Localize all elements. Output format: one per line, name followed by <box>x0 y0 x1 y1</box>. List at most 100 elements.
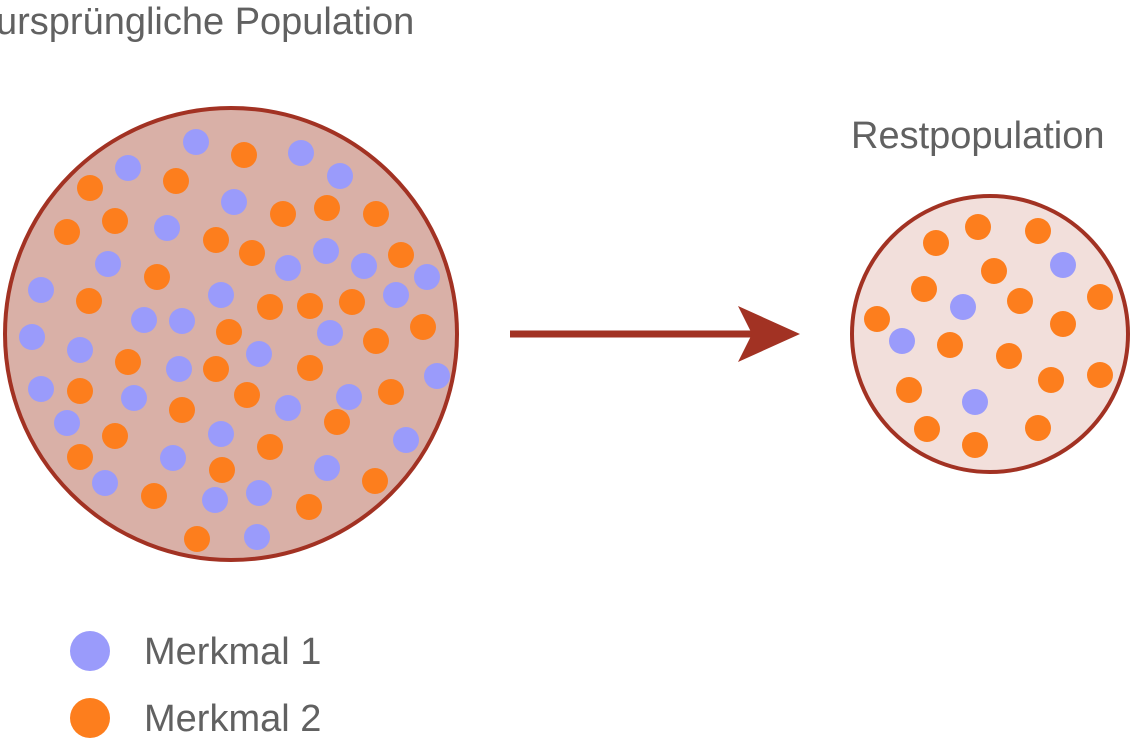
merkmal-1-dot <box>208 282 234 308</box>
merkmal-2-dot <box>102 208 128 234</box>
merkmal-1-dot <box>244 524 270 550</box>
merkmal-1-dot <box>67 337 93 363</box>
merkmal-1-dot <box>275 255 301 281</box>
merkmal-2-dot <box>54 219 80 245</box>
merkmal-2-dot <box>410 314 436 340</box>
rest-population-dots <box>864 214 1113 458</box>
merkmal-1-dot <box>19 324 45 350</box>
merkmal-2-dot <box>937 332 963 358</box>
merkmal-2-dot <box>1025 218 1051 244</box>
merkmal-1-dot <box>92 470 118 496</box>
merkmal-2-dot <box>239 240 265 266</box>
merkmal-2-dot <box>209 457 235 483</box>
merkmal-2-dot <box>914 416 940 442</box>
rest-population-title: Restpopulation <box>851 115 1105 157</box>
merkmal-2-dot <box>388 242 414 268</box>
merkmal-1-dot <box>169 308 195 334</box>
merkmal-1-dot <box>202 487 228 513</box>
merkmal-2-dot <box>67 444 93 470</box>
merkmal-1-dot <box>317 320 343 346</box>
original-population-dots <box>19 129 450 552</box>
merkmal-2-dot <box>1050 311 1076 337</box>
merkmal-1-dot <box>950 294 976 320</box>
merkmal-1-dot <box>208 421 234 447</box>
merkmal-2-dot <box>965 214 991 240</box>
legend-item-merkmal-1: Merkmal 1 <box>70 631 321 673</box>
merkmal-1-dot <box>154 215 180 241</box>
merkmal-1-dot <box>414 264 440 290</box>
merkmal-2-dot <box>962 432 988 458</box>
merkmal-2-dot <box>981 258 1007 284</box>
legend-label-merkmal-1: Merkmal 1 <box>144 631 321 673</box>
merkmal-1-dot <box>275 395 301 421</box>
merkmal-1-dot <box>962 389 988 415</box>
merkmal-2-dot <box>296 494 322 520</box>
merkmal-1-dot <box>314 455 340 481</box>
merkmal-2-dot <box>77 175 103 201</box>
merkmal-2-dot <box>996 343 1022 369</box>
merkmal-2-dot <box>911 276 937 302</box>
merkmal-1-dot <box>121 385 147 411</box>
merkmal-2-dot <box>231 142 257 168</box>
original-population-title: ursprüngliche Population <box>0 1 414 43</box>
merkmal-1-dot <box>246 480 272 506</box>
merkmal-1-dot <box>28 376 54 402</box>
merkmal-1-dot <box>246 341 272 367</box>
merkmal-2-dot <box>163 168 189 194</box>
merkmal-2-dot <box>362 468 388 494</box>
merkmal-2-dot-icon <box>70 698 110 738</box>
merkmal-2-dot <box>184 526 210 552</box>
legend-label-merkmal-2: Merkmal 2 <box>144 698 321 740</box>
merkmal-2-dot <box>102 423 128 449</box>
merkmal-1-dot <box>424 363 450 389</box>
merkmal-2-dot <box>203 356 229 382</box>
merkmal-1-dot <box>351 253 377 279</box>
merkmal-2-dot <box>141 483 167 509</box>
merkmal-2-dot <box>864 306 890 332</box>
legend: Merkmal 1 Merkmal 2 <box>70 631 321 740</box>
merkmal-2-dot <box>297 355 323 381</box>
merkmal-1-dot <box>115 155 141 181</box>
merkmal-1-dot-icon <box>70 631 110 671</box>
legend-item-merkmal-2: Merkmal 2 <box>70 698 321 740</box>
merkmal-2-dot <box>378 379 404 405</box>
merkmal-2-dot <box>67 378 93 404</box>
merkmal-1-dot <box>383 282 409 308</box>
merkmal-2-dot <box>363 201 389 227</box>
merkmal-1-dot <box>221 189 247 215</box>
merkmal-2-dot <box>144 264 170 290</box>
merkmal-2-dot <box>923 230 949 256</box>
merkmal-2-dot <box>257 434 283 460</box>
merkmal-2-dot <box>1025 415 1051 441</box>
merkmal-2-dot <box>1038 367 1064 393</box>
merkmal-1-dot <box>54 410 80 436</box>
merkmal-2-dot <box>297 293 323 319</box>
merkmal-2-dot <box>339 289 365 315</box>
merkmal-1-dot <box>327 163 353 189</box>
merkmal-1-dot <box>288 140 314 166</box>
selection-arrow <box>510 306 800 362</box>
merkmal-2-dot <box>234 382 260 408</box>
merkmal-1-dot <box>336 384 362 410</box>
merkmal-2-dot <box>314 195 340 221</box>
merkmal-2-dot <box>896 377 922 403</box>
merkmal-2-dot <box>1087 362 1113 388</box>
merkmal-2-dot <box>363 328 389 354</box>
merkmal-2-dot <box>270 201 296 227</box>
merkmal-1-dot <box>166 356 192 382</box>
merkmal-2-dot <box>76 288 102 314</box>
merkmal-1-dot <box>393 427 419 453</box>
merkmal-1-dot <box>160 445 186 471</box>
merkmal-2-dot <box>324 409 350 435</box>
arrow-head <box>738 306 800 362</box>
merkmal-1-dot <box>131 307 157 333</box>
merkmal-2-dot <box>216 319 242 345</box>
merkmal-1-dot <box>1050 252 1076 278</box>
merkmal-2-dot <box>257 294 283 320</box>
merkmal-1-dot <box>889 328 915 354</box>
merkmal-2-dot <box>169 397 195 423</box>
merkmal-2-dot <box>115 349 141 375</box>
merkmal-2-dot <box>1087 284 1113 310</box>
merkmal-1-dot <box>183 129 209 155</box>
